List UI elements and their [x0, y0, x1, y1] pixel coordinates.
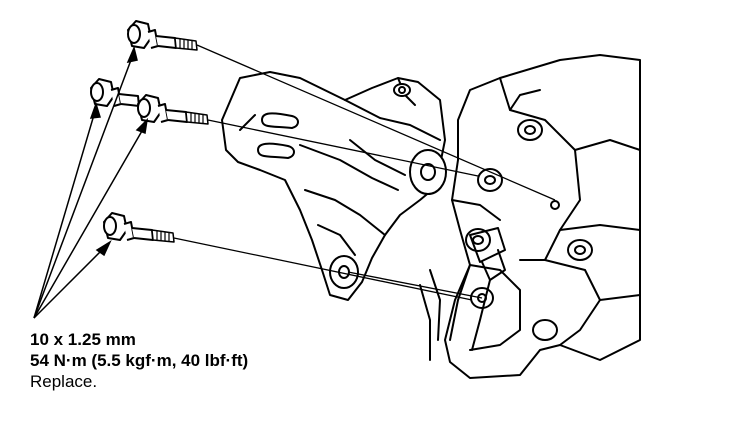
mounting-bracket — [221, 71, 447, 301]
replace-note: Replace. — [30, 372, 98, 391]
bolt-1 — [127, 20, 198, 51]
callout-leader-arrows — [33, 45, 149, 319]
bolt-size-label: 10 x 1.25 mm — [30, 330, 136, 349]
bolt-2 — [90, 78, 140, 107]
engine-block-outline — [419, 54, 641, 379]
torque-spec-label: 54 N·m (5.5 kgf·m, 40 lbf·ft) — [30, 351, 249, 370]
bolt-spec-callout: 10 x 1.25 mm 54 N·m (5.5 kgf·m, 40 lbf·f… — [30, 329, 248, 392]
bolt-4 — [103, 212, 175, 243]
bolt-3 — [137, 94, 209, 125]
bolt-alignment-lines — [173, 44, 556, 301]
